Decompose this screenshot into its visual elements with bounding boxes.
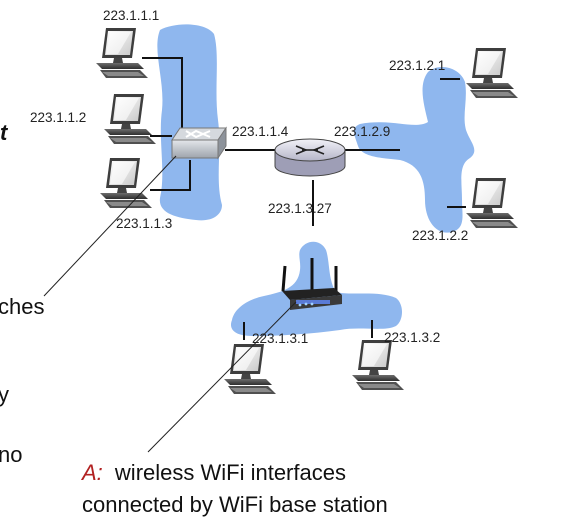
host-223-1-3-1[interactable] bbox=[224, 344, 276, 394]
desktop-computer-icon bbox=[96, 28, 148, 78]
host-223-1-1-2[interactable] bbox=[104, 94, 156, 144]
cutoff-text-y: y bbox=[0, 382, 9, 407]
host-223-1-3-2[interactable] bbox=[352, 340, 404, 390]
desktop-computer-icon bbox=[104, 94, 156, 144]
host-223-1-1-1[interactable] bbox=[96, 28, 148, 78]
wire-h3-switch bbox=[150, 160, 191, 191]
host-223-1-2-1[interactable] bbox=[466, 48, 518, 98]
ip-label-router-right: 223.1.2.9 bbox=[334, 124, 390, 139]
caption-line-1-text: wireless WiFi interfaces bbox=[114, 460, 346, 485]
ip-label-h4: 223.1.2.1 bbox=[389, 58, 445, 73]
ip-label-h5: 223.1.2.2 bbox=[412, 228, 468, 243]
router-icon[interactable] bbox=[274, 138, 346, 177]
desktop-computer-icon bbox=[352, 340, 404, 390]
host-223-1-2-2[interactable] bbox=[466, 178, 518, 228]
caption-line-1: A: wireless WiFi interfaces bbox=[80, 460, 346, 485]
cutoff-text-no: no bbox=[0, 442, 22, 467]
ip-label-h6: 223.1.3.1 bbox=[252, 331, 308, 346]
desktop-computer-icon bbox=[466, 178, 518, 228]
pointer-line-wifi bbox=[147, 301, 297, 453]
subnet-blob-left bbox=[157, 24, 222, 221]
pointer-line-switch bbox=[43, 155, 177, 297]
caption-line-2: connected by WiFi base station bbox=[82, 492, 388, 517]
host-223-1-1-3[interactable] bbox=[100, 158, 152, 208]
caption-label: A: bbox=[80, 460, 103, 485]
cutoff-text-ches: ches bbox=[0, 294, 44, 319]
ethernet-switch-icon[interactable] bbox=[171, 126, 227, 160]
ip-label-h1: 223.1.1.1 bbox=[103, 8, 159, 23]
desktop-computer-icon bbox=[100, 158, 152, 208]
subnet-blob-right bbox=[354, 67, 475, 233]
wifi-access-point-icon[interactable] bbox=[281, 258, 342, 310]
ip-label-h3: 223.1.1.3 bbox=[116, 216, 172, 231]
wires bbox=[142, 57, 466, 340]
desktop-computer-icon bbox=[466, 48, 518, 98]
ip-label-h2: 223.1.1.2 bbox=[30, 110, 86, 125]
cutoff-text-t: t bbox=[0, 120, 9, 145]
ip-label-switch-uplink: 223.1.1.4 bbox=[232, 124, 289, 139]
wire-h1-switch bbox=[142, 57, 183, 128]
ip-label-h7: 223.1.3.2 bbox=[384, 330, 440, 345]
desktop-computer-icon bbox=[224, 344, 276, 394]
subnet-blob-bottom bbox=[230, 241, 402, 336]
ip-label-router-down: 223.1.3.27 bbox=[268, 201, 332, 216]
